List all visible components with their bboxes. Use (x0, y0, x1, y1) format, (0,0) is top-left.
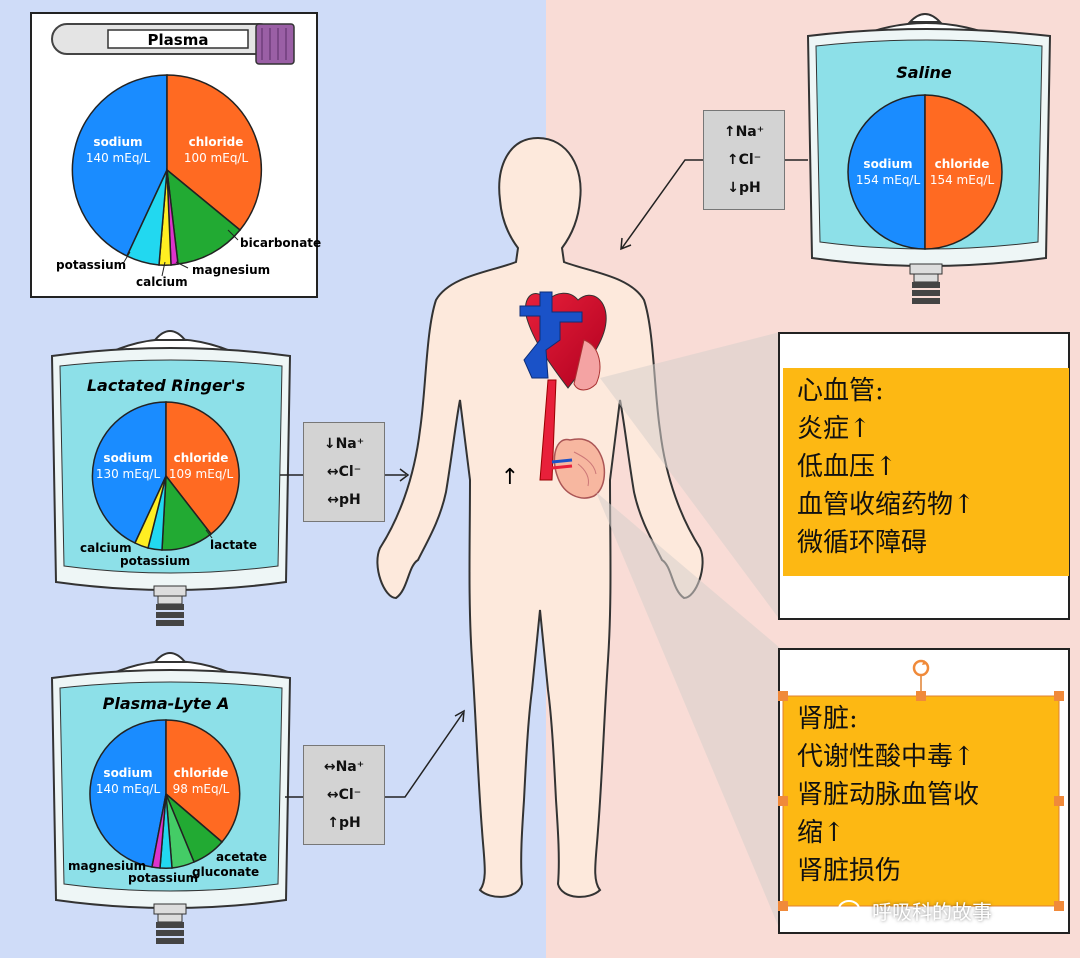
pl-acetate-label: acetate (216, 850, 267, 864)
lr-effect-ph: ↔pH (327, 492, 361, 508)
pl-title: Plasma-Lyte A (103, 694, 230, 713)
lr-effects-box: ↓Na⁺ ↔Cl⁻ ↔pH (303, 422, 385, 522)
lr-effect-na: ↓Na⁺ (323, 436, 365, 452)
pl-gluconate-label: gluconate (192, 865, 259, 879)
lr-calcium-label: calcium (80, 541, 132, 555)
lr-chloride-value: 109 mEq/L (169, 467, 234, 481)
saline-chloride-name: chloride (935, 157, 990, 171)
kidney-line-5: 肾脏损伤 (797, 856, 902, 886)
watermark-text: 呼吸科的故事 (872, 900, 992, 924)
pl-chloride-name: chloride (174, 766, 229, 780)
body-arrow: ↑ (501, 465, 519, 490)
plasma-calcium-label: calcium (136, 275, 188, 289)
cardio-text-box: 心血管: 炎症↑ 低血压↑ 血管收缩药物↑ 微循环障碍 (783, 368, 1069, 576)
plasma-chloride-name: chloride (189, 135, 244, 149)
watermark: 呼吸科的故事 (838, 896, 992, 925)
lactated-ringers-bag: Lactated Ringer's sodium 130 mEq/L chlor… (50, 330, 292, 626)
kidney-text-box[interactable]: 肾脏: 代谢性酸中毒↑ 肾脏动脉血管收 缩↑ 肾脏损伤 (783, 696, 1059, 906)
plasma-potassium-label: potassium (56, 258, 126, 272)
plasma-lyte-bag: Plasma-Lyte A sodium 140 mEq/L chloride … (50, 652, 292, 944)
kidney-line-1: 肾脏: (797, 704, 858, 734)
saline-effect-na: ↑Na⁺ (723, 124, 765, 140)
callout-wedges (596, 332, 780, 930)
lr-potassium-label: potassium (120, 554, 190, 568)
saline-effect-ph: ↓pH (727, 180, 761, 196)
pl-effect-na: ↔Na⁺ (323, 759, 365, 775)
plasma-sodium-slice (71, 74, 168, 257)
pl-effects-box: ↔Na⁺ ↔Cl⁻ ↑pH (303, 745, 385, 845)
saline-bag: Saline sodium 154 mEq/L chloride 154 mEq… (806, 13, 1052, 304)
human-body: ↑ (376, 136, 704, 898)
cardio-line-5: 微循环障碍 (797, 528, 928, 558)
plasma-tube: Plasma (51, 23, 295, 65)
lr-sodium-name: sodium (103, 451, 152, 465)
lr-sodium-value: 130 mEq/L (96, 467, 161, 481)
pl-sodium-value: 140 mEq/L (96, 782, 161, 796)
plasma-tube-label: Plasma (148, 31, 209, 49)
saline-title: Saline (896, 63, 952, 82)
kidney-line-3: 肾脏动脉血管收 (797, 780, 980, 810)
lr-lactate-label: lactate (210, 538, 257, 552)
saline-chloride-value: 154 mEq/L (930, 173, 995, 187)
saline-effect-cl: ↑Cl⁻ (726, 152, 762, 168)
plasma-chloride-value: 100 mEq/L (184, 151, 249, 165)
plasma-pie: sodium 140 mEq/L chloride 100 mEq/L bica… (56, 74, 321, 289)
cardio-line-3: 低血压↑ (797, 452, 897, 482)
plasma-chloride-slice (166, 74, 263, 232)
pl-sodium-name: sodium (103, 766, 152, 780)
wechat-icon (838, 899, 866, 921)
saline-effects-box: ↑Na⁺ ↑Cl⁻ ↓pH (703, 110, 785, 210)
cardio-line-4: 血管收缩药物↑ (797, 490, 975, 520)
plasma-sodium-value: 140 mEq/L (86, 151, 151, 165)
kidney-line-2: 代谢性酸中毒↑ (797, 742, 975, 772)
connectors (280, 159, 808, 798)
plasma-bicarbonate-label: bicarbonate (240, 236, 321, 250)
pl-potassium-label: potassium (128, 871, 198, 885)
plasma-sodium-name: sodium (93, 135, 142, 149)
pl-magnesium-label: magnesium (68, 859, 146, 873)
cardio-line-1: 心血管: (797, 376, 884, 406)
pl-chloride-value: 98 mEq/L (173, 782, 230, 796)
lr-title: Lactated Ringer's (87, 376, 245, 395)
plasma-magnesium-label: magnesium (192, 263, 270, 277)
cardio-line-2: 炎症↑ (797, 414, 871, 444)
pl-effect-cl: ↔Cl⁻ (326, 787, 362, 803)
saline-sodium-name: sodium (863, 157, 912, 171)
pl-effect-ph: ↑pH (327, 815, 361, 831)
saline-sodium-value: 154 mEq/L (856, 173, 921, 187)
lr-chloride-name: chloride (174, 451, 229, 465)
lr-effect-cl: ↔Cl⁻ (326, 464, 362, 480)
kidney-line-4: 缩↑ (797, 818, 845, 848)
